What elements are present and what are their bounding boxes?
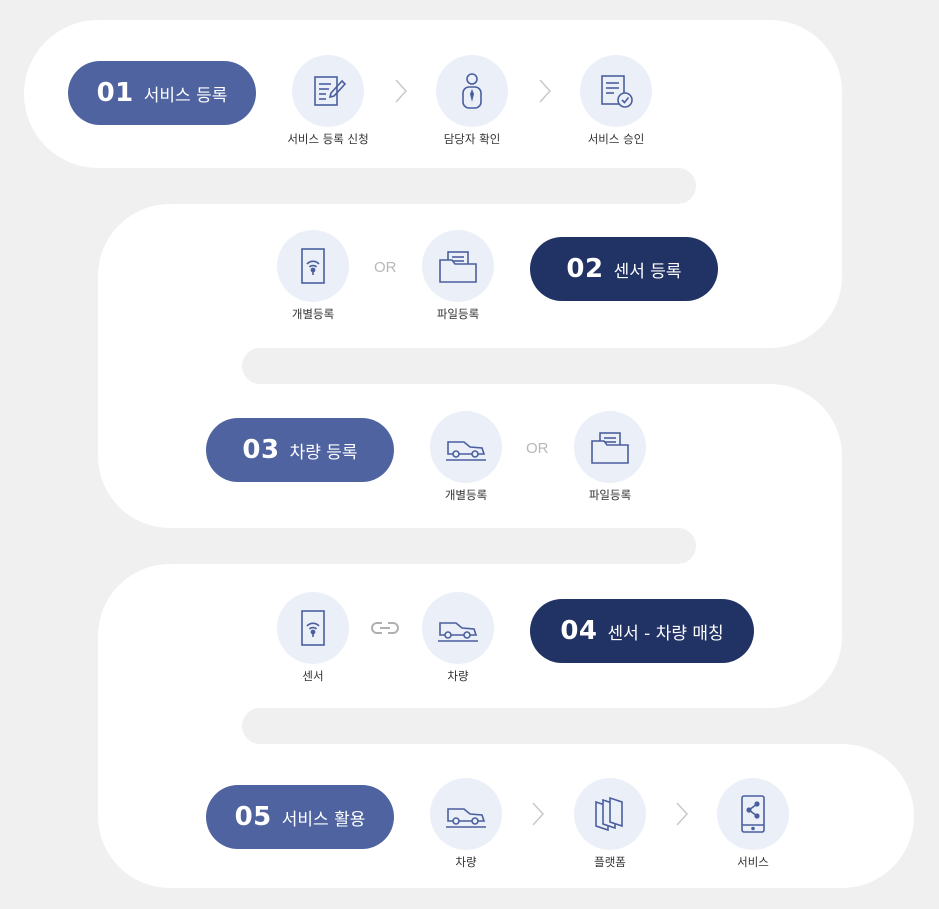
node-label: 플랫폼 — [594, 855, 626, 869]
sensor-signal-icon — [277, 230, 349, 302]
or-connector: OR — [374, 259, 397, 276]
platform-layers-icon — [574, 778, 646, 850]
step-05-pill: 05 서비스 활용 — [206, 785, 394, 849]
step-title: 센서 - 차량 매칭 — [607, 623, 724, 644]
vehicle-icon — [422, 592, 494, 664]
step-number: 03 — [242, 435, 280, 465]
link-icon — [371, 622, 399, 634]
vehicle-icon — [430, 778, 502, 850]
node-label: 차량 — [447, 669, 469, 683]
chevron-right-icon — [539, 79, 552, 103]
node-label: 담당자 확인 — [443, 132, 501, 146]
step-04-pill: 04 센서 - 차량 매칭 — [530, 599, 754, 663]
chevron-right-icon — [676, 802, 689, 826]
form-edit-icon — [292, 55, 364, 127]
step-number: 02 — [566, 254, 604, 284]
step-02-pill: 02 센서 등록 — [530, 237, 718, 301]
node-label: 파일등록 — [588, 488, 632, 502]
step-title: 센서 등록 — [613, 261, 682, 282]
mobile-share-icon — [717, 778, 789, 850]
chevron-right-icon — [532, 802, 545, 826]
step-01-pill: 01 서비스 등록 — [68, 61, 256, 125]
node-label: 차량 — [455, 855, 477, 869]
or-connector: OR — [526, 440, 549, 457]
step-title: 차량 등록 — [289, 442, 358, 463]
step-number: 04 — [560, 616, 598, 646]
vehicle-icon — [430, 411, 502, 483]
step-number: 05 — [234, 802, 272, 832]
step-title: 서비스 등록 — [143, 85, 228, 106]
node-label: 개별등록 — [291, 307, 335, 321]
document-check-icon — [580, 55, 652, 127]
sensor-signal-icon — [277, 592, 349, 664]
node-label: 서비스 — [737, 855, 769, 869]
step-title: 서비스 활용 — [281, 809, 366, 830]
step-number: 01 — [96, 78, 134, 108]
node-label: 파일등록 — [436, 307, 480, 321]
node-label: 서비스 등록 신청 — [287, 132, 369, 146]
node-label: 서비스 승인 — [587, 132, 645, 146]
node-label: 센서 — [302, 669, 324, 683]
node-label: 개별등록 — [444, 488, 488, 502]
folder-file-icon — [422, 230, 494, 302]
step-03-pill: 03 차량 등록 — [206, 418, 394, 482]
folder-file-icon — [574, 411, 646, 483]
manager-person-icon — [436, 55, 508, 127]
chevron-right-icon — [395, 79, 408, 103]
